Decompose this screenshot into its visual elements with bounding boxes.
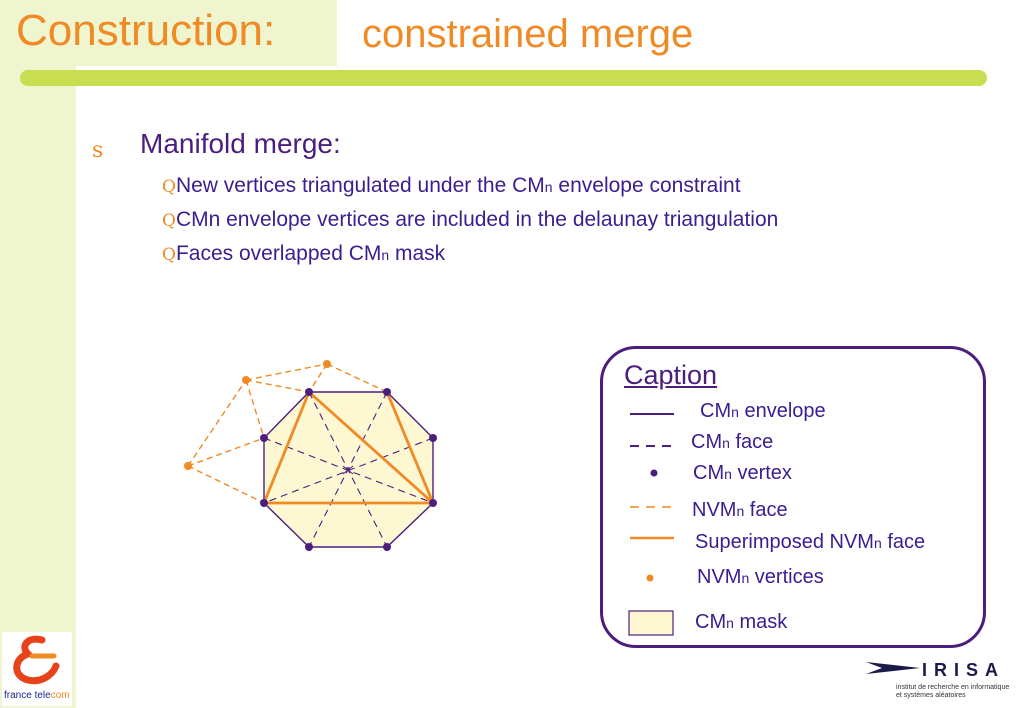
sub-bullet-marker: Q	[162, 177, 176, 197]
subscript: n	[381, 247, 390, 263]
caption-nvm-face: NVMn face	[692, 499, 788, 521]
merge-diagram	[184, 360, 437, 551]
sub-bullet-text-end: envelope constraint	[552, 174, 741, 197]
caption-superimposed-nvm-face: Superimposed NVMn face	[695, 531, 926, 553]
france-telecom-wordmark: france telecom	[4, 690, 70, 701]
caption-cm-vertex: CMn vertex	[693, 462, 792, 484]
irisa-logo-text: IRISA	[922, 660, 1006, 680]
nvm-face-edges	[187, 363, 388, 504]
sub-bullet-text-end: mask	[389, 242, 446, 265]
swatch-nvm-vertex	[646, 574, 654, 582]
sub-bullet-marker: Q	[162, 245, 176, 265]
caption-cm-mask: CMn mask	[695, 611, 788, 633]
sidebar-band	[0, 0, 76, 708]
bullet-marker: s	[92, 138, 104, 163]
swatch-cm-mask	[628, 610, 674, 636]
sub-bullet-marker: Q	[162, 211, 176, 231]
slide-title: Construction:	[16, 6, 276, 55]
sub-bullet-text: CMn envelope vertices are included in th…	[175, 208, 779, 231]
sub-bullet-3: QFaces overlapped CMn mask	[162, 242, 445, 266]
title-underline-bar	[20, 70, 987, 86]
superimposed-nvm-faces	[262, 390, 435, 505]
caption-box	[600, 346, 986, 648]
caption-nvm-vertices: NVMn vertices	[697, 566, 824, 588]
swatch-cm-vertex	[650, 469, 658, 477]
title-background	[0, 0, 337, 66]
subscript: n	[544, 179, 553, 195]
sub-bullet-text: New vertices triangulated under the CM	[175, 174, 545, 197]
sub-bullet-text: Faces overlapped CM	[175, 242, 382, 265]
france-telecom-ampersand-icon	[13, 635, 60, 685]
center-mark	[342, 465, 354, 475]
nvm-vertices	[184, 360, 331, 470]
caption-cm-face: CMn face	[691, 431, 774, 453]
caption-cm-envelope: CMn envelope	[700, 400, 826, 422]
caption-title: Caption	[624, 360, 718, 390]
sub-bullet-2: QCMn envelope vertices are included in t…	[162, 208, 778, 232]
france-telecom-logo	[2, 632, 72, 706]
caption-swatches	[628, 413, 674, 636]
irisa-arrow-icon	[866, 662, 920, 674]
slide-subtitle: constrained merge	[362, 12, 694, 56]
bullet-heading: Manifold merge:	[140, 128, 341, 159]
cm-vertices	[260, 388, 437, 551]
sub-bullet-1: QNew vertices triangulated under the CMn…	[162, 174, 741, 198]
